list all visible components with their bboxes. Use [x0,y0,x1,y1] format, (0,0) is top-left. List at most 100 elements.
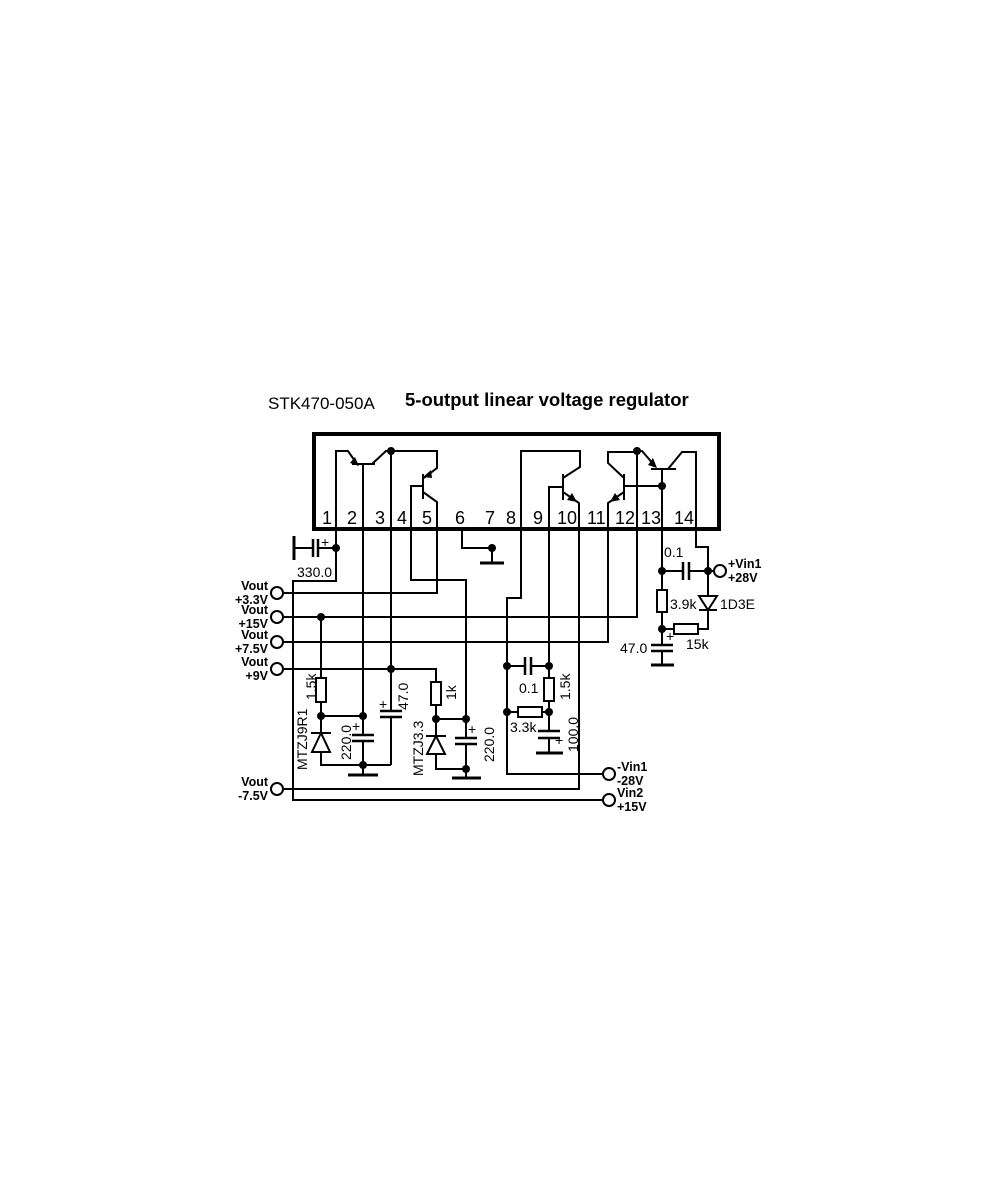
svg-text:1D3E: 1D3E [720,596,755,612]
terminal-vin1-pos[interactable]: +Vin1 +28V [713,557,762,585]
ic-package [312,432,721,531]
pin-12: 12 [615,508,635,528]
resistor-3k9: 3.9k [656,589,697,613]
svg-text:47.0: 47.0 [395,683,411,710]
terminal-vout-3v3[interactable]: Vout +3.3V [235,579,284,607]
capacitor-47-a: + 47.0 [379,683,411,719]
resistor-15k: 15k [673,623,710,652]
pin-7: 7 [485,508,495,528]
svg-text:MTZJ9R1: MTZJ9R1 [294,708,310,770]
transistor-q4 [607,451,662,530]
svg-text:Vout: Vout [241,579,269,593]
pin-1: 1 [322,508,332,528]
pin-8: 8 [506,508,516,528]
junction [503,708,511,716]
vout-3v3-wire [282,530,438,594]
junction [704,567,712,575]
zener-mtzj9r1: MTZJ9R1 [294,708,332,770]
junction [387,665,395,673]
svg-text:1.5k: 1.5k [303,673,319,700]
terminal-vout-15[interactable]: Vout +15V [238,603,284,631]
capacitor-330: + 330.0 [292,534,336,580]
pin-13: 13 [641,508,661,528]
svg-text:Vin2: Vin2 [617,786,643,800]
terminal-vout-neg7v5[interactable]: Vout -7.5V [238,775,284,803]
junction [387,447,395,455]
pin-9: 9 [533,508,543,528]
svg-text:0.1: 0.1 [664,544,684,560]
junction [359,712,367,720]
svg-text:+: + [379,696,387,712]
transistor-q1 [335,450,438,530]
junction [545,708,553,716]
capacitor-0-1-a: 0.1 [507,657,549,696]
transistor-q3 [520,450,581,530]
diode-1d3e: 1D3E [697,595,755,612]
resistor-3k3: 3.3k [507,706,549,735]
resistor-1k: 1k [430,681,466,770]
capacitor-220-a: + 220.0 [338,718,374,760]
capacitor-100: + 100.0 [536,717,581,755]
vout-neg7v5-wire [282,530,580,790]
junction [545,662,553,670]
pin-4: 4 [397,508,407,528]
svg-text:MTZJ3.3: MTZJ3.3 [410,721,426,776]
pin-6: 6 [455,508,465,528]
junction [658,625,666,633]
pin-10: 10 [557,508,577,528]
junction [633,447,641,455]
junction [658,482,666,490]
svg-text:-7.5V: -7.5V [238,789,269,803]
vin1-neg-wire [506,530,603,775]
capacitor-330-label: 330.0 [297,564,332,580]
terminal-vout-9[interactable]: Vout +9V [241,655,284,683]
svg-text:Vout: Vout [241,775,269,789]
capacitor-47-b: + 47.0 [620,628,674,667]
pin-11: 11 [587,508,606,528]
resistor-1k5-a: 1.5k [303,617,391,766]
svg-text:-28V: -28V [617,774,644,788]
pin-14: 14 [674,508,694,528]
transistor-q2 [410,470,438,530]
diagram-title: 5-output linear voltage regulator [405,389,689,410]
svg-text:+Vin1: +Vin1 [728,557,762,571]
part-number: STK470-050A [268,394,375,413]
junction [503,662,511,670]
svg-text:+9V: +9V [245,669,268,683]
pin6-7-wire [461,530,493,563]
junction [658,567,666,575]
vout-15-wire [282,530,638,618]
svg-text:0.1: 0.1 [519,680,539,696]
svg-text:+28V: +28V [728,571,758,585]
svg-text:3.3k: 3.3k [510,719,537,735]
vout-9-wire [282,668,437,682]
junction [462,715,470,723]
svg-text:+15V: +15V [238,617,268,631]
capacitor-0-1-b: 0.1 [662,544,714,580]
svg-text:1.5k: 1.5k [557,673,573,700]
svg-text:Vout: Vout [241,655,269,669]
svg-text:Vout: Vout [241,628,269,642]
terminal-vin1-neg[interactable]: -Vin1 -28V [602,760,647,788]
svg-text:+3.3V: +3.3V [235,593,269,607]
svg-text:+: + [666,628,674,644]
terminal-vout-7v5[interactable]: Vout +7.5V [235,628,284,656]
pin-labels: 1 2 3 4 5 6 7 8 9 10 11 12 13 14 [322,508,694,528]
svg-text:47.0: 47.0 [620,640,647,656]
svg-text:15k: 15k [686,636,710,652]
zener-mtzj3-3: MTZJ3.3 [410,721,447,776]
svg-text:220.0: 220.0 [481,727,497,762]
pin-5: 5 [422,508,432,528]
svg-text:220.0: 220.0 [338,725,354,760]
svg-text:-Vin1: -Vin1 [617,760,647,774]
pin-3: 3 [375,508,385,528]
svg-text:3.9k: 3.9k [670,596,697,612]
vout-7v5-wire [282,530,609,643]
pin4-wire [410,530,467,769]
terminal-vin2[interactable]: Vin2 +15V [602,786,647,814]
junction [488,544,496,552]
svg-text:+7.5V: +7.5V [235,642,269,656]
svg-text:+15V: +15V [617,800,647,814]
pin1-vin2-wire [292,530,603,801]
